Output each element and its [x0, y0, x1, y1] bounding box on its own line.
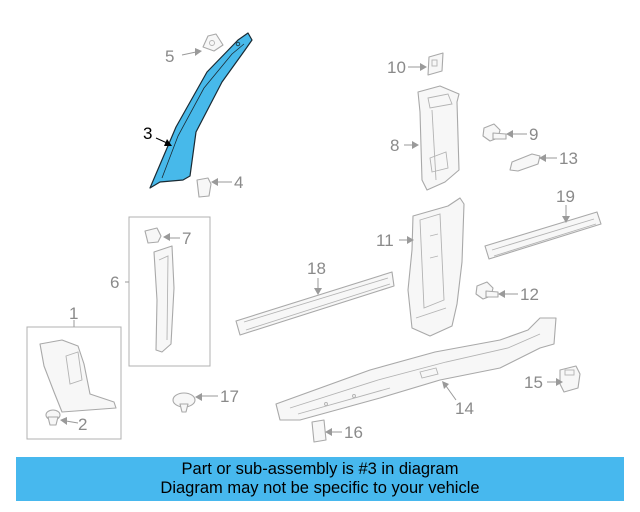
part-5-clip	[202, 33, 224, 52]
callout-9[interactable]: 9	[529, 125, 538, 144]
part-8-upper-b-pillar-trim	[417, 85, 460, 191]
callout-16[interactable]: 16	[344, 423, 363, 442]
part-7-clip	[144, 227, 162, 244]
part-14-sill-plate	[275, 317, 557, 421]
part-3-a-pillar-trim[interactable]	[149, 32, 253, 189]
callout-10[interactable]: 10	[387, 58, 406, 77]
part-17-push-pin	[172, 392, 196, 413]
part-16-clip	[311, 419, 327, 443]
parts-diagram: 1 2 3 4 5 6 7 8 9 10 11 12 13 14 15 16 1…	[26, 32, 602, 443]
part-1-lower-panel	[39, 339, 117, 413]
part-18-sill-strip	[235, 271, 395, 336]
callout-13[interactable]: 13	[559, 149, 578, 168]
part-9-bolt	[482, 123, 507, 142]
callout-14[interactable]: 14	[455, 399, 474, 418]
part-6-group-box	[128, 216, 211, 367]
info-banner: Part or sub-assembly is #3 in diagram Di…	[16, 457, 624, 501]
callout-4[interactable]: 4	[234, 173, 243, 192]
leader-lines	[60, 48, 570, 436]
callout-12[interactable]: 12	[520, 285, 539, 304]
callout-8[interactable]: 8	[390, 136, 399, 155]
banner-line-1: Part or sub-assembly is #3 in diagram	[181, 460, 459, 478]
part-13-trim-piece	[509, 153, 541, 172]
part-15-clip	[559, 365, 581, 393]
callout-15[interactable]: 15	[524, 373, 543, 392]
part-19-side-trim	[484, 211, 602, 260]
part-12-bolt	[475, 281, 499, 300]
callout-17[interactable]: 17	[220, 387, 239, 406]
callout-18[interactable]: 18	[307, 259, 326, 278]
callout-19[interactable]: 19	[556, 187, 575, 206]
banner-line-2: Diagram may not be specific to your vehi…	[160, 479, 480, 497]
part-10-clip	[427, 52, 444, 76]
callout-7[interactable]: 7	[182, 229, 191, 248]
callout-5[interactable]: 5	[165, 47, 174, 66]
part-4-clip	[196, 177, 212, 198]
callout-2[interactable]: 2	[78, 415, 87, 434]
callout-1[interactable]: 1	[69, 304, 78, 323]
part-2-push-clip	[45, 409, 61, 426]
callout-6[interactable]: 6	[110, 273, 119, 292]
callout-11[interactable]: 11	[376, 231, 394, 250]
callouts: 1 2 3 4 5 6 7 8 9 10 11 12 13 14 15 16 1…	[69, 47, 578, 442]
callout-3[interactable]: 3	[143, 124, 152, 143]
part-6-pillar-trim	[153, 245, 175, 353]
part-11-lower-b-pillar-trim	[407, 197, 465, 337]
